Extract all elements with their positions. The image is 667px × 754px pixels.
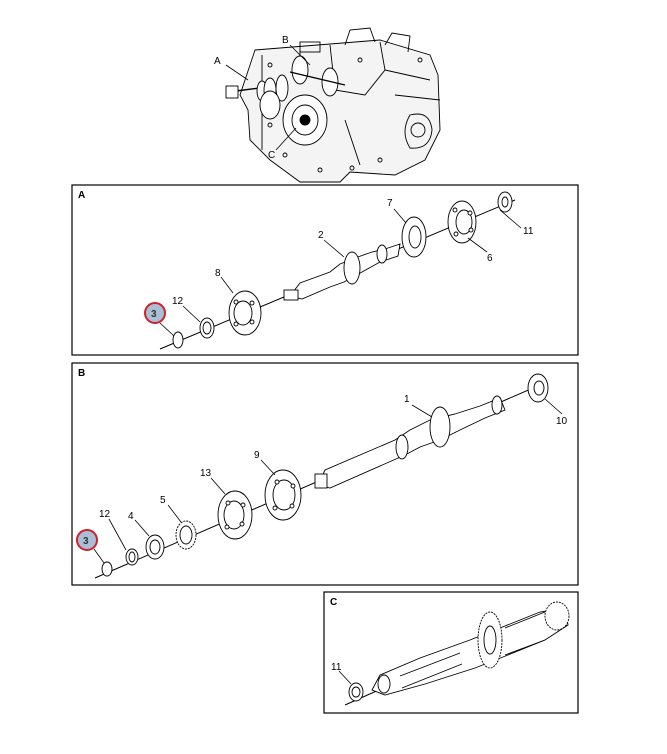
panel-b-frame [71,362,579,586]
transmission-overview [225,27,441,183]
panel-b-callout-4: 4 [128,511,134,522]
panel-b-callout-10: 10 [556,416,568,427]
panel-b-callout-12: 12 [99,509,111,520]
panel-c-title: C [330,597,337,608]
overview-label-c: C [268,150,275,161]
panel-b-callout-13: 13 [200,468,212,479]
part-3-snap-ring [172,331,184,349]
panel-c-frame [323,591,579,714]
part-3-snap-ring [101,561,113,577]
panel-c-callout-11: 11 [331,662,342,673]
panel-c-leader-11 [338,670,352,685]
overview-label-b: B [282,35,289,46]
panel-b-title: B [78,368,85,379]
panel-a-callout-12: 12 [172,296,184,307]
panel-a-callout-3: 3 [151,309,157,320]
panel-b-callout-3: 3 [83,536,89,547]
panel-c-parts [344,601,570,706]
panel-b-leaders [93,398,563,564]
panel-a-callout-7: 7 [387,198,393,209]
panel-b-callout-1: 1 [404,394,410,405]
panel-a-callout-8: 8 [215,268,221,279]
panel-a-leaders [159,208,522,337]
panel-a-frame [71,184,579,356]
overview-callouts [225,44,311,151]
panel-a-callout-2: 2 [318,230,324,241]
panel-c-output-shaft [371,607,569,696]
panel-a-parts [159,191,516,350]
panel-a-title: A [78,190,85,201]
panel-b-callout-9: 9 [254,450,260,461]
panel-b-parts [94,373,549,579]
panel-b-callout-5: 5 [160,495,166,506]
panel-a-callout-6: 6 [487,253,493,264]
part-1-shaft [317,397,506,489]
panel-b-highlight-ring [76,529,98,551]
panel-a-callout-11: 11 [523,226,534,237]
panel-a-highlight-ring [144,302,166,324]
overview-label-a: A [214,56,221,67]
